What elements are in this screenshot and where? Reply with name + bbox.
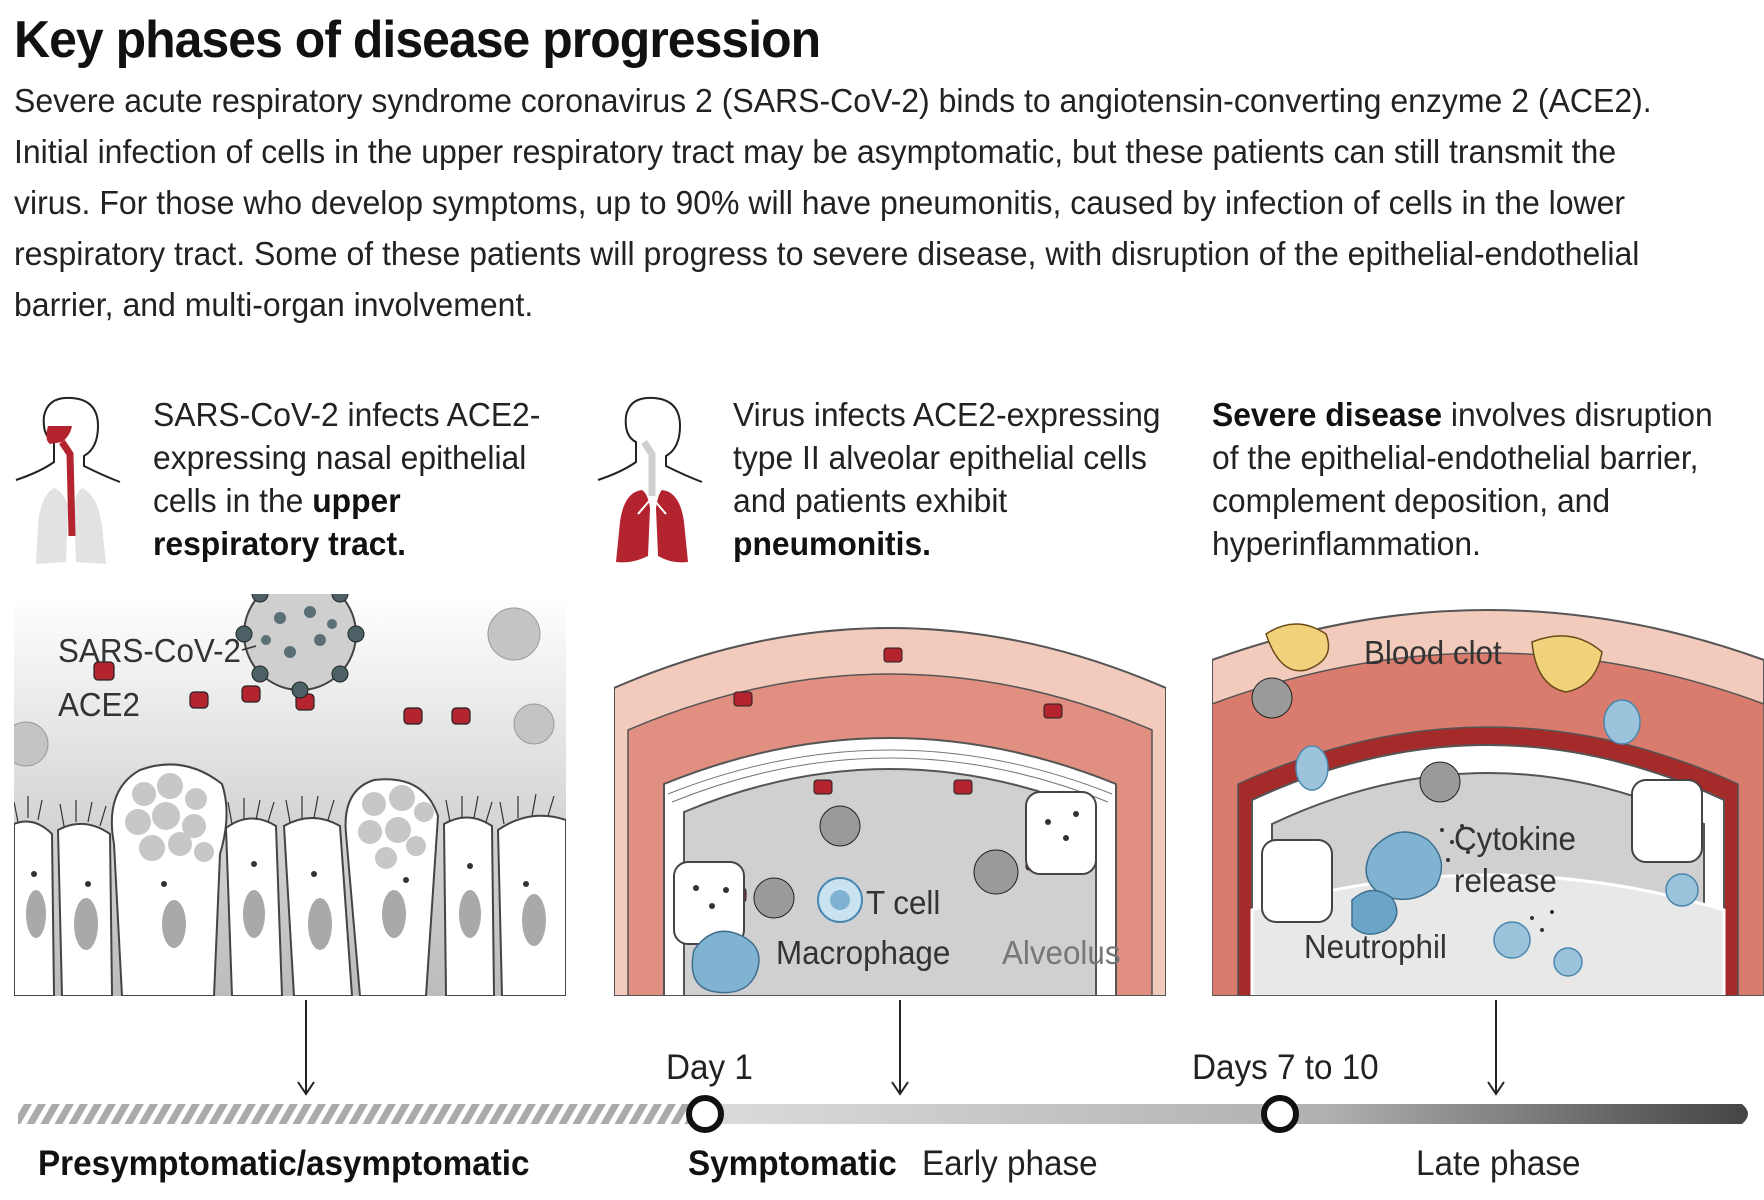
cytokine-release-label: Cytokine release [1454,820,1576,899]
timeline-bar [690,1104,1748,1124]
alveolus-label: Alveolus [1002,934,1121,971]
blood-clot-label: Blood clot [1364,634,1502,671]
disease-timeline: Day 1 Days 7 to 10 Presymptomatic/asympt… [0,1000,1764,1200]
days-7-10-marker [1261,1095,1299,1133]
ace2-label: ACE2 [58,686,140,723]
alveolus-illustration: T cell Macrophage Alveolus [614,598,1166,996]
intro-paragraph: Severe acute respiratory syndrome corona… [14,83,1652,324]
late-phase-label: Late phase [1416,1144,1581,1183]
severe-disease-illustration: Blood clot Cytokine release Neutrophil [1212,590,1764,996]
timeline-bar-hatched [18,1104,698,1124]
day1-label: Day 1 [666,1048,753,1087]
presymptomatic-label: Presymptomatic/asymptomatic [38,1144,530,1183]
upper-respiratory-tract-icon [15,396,121,564]
phase3-caption: Severe disease involves disruption of th… [1212,397,1713,563]
phase1-caption: SARS-CoV-2 infects ACE2-expressing nasal… [153,397,541,563]
lungs-icon [597,396,703,563]
days-7-10-label: Days 7 to 10 [1192,1048,1379,1087]
page-title: Key phases of disease progression [14,11,821,69]
t-cell-label: T cell [866,884,941,921]
neutrophil-label: Neutrophil [1304,928,1447,965]
symptomatic-label: Symptomatic [688,1144,897,1183]
early-phase-label: Early phase [922,1144,1098,1183]
phase2-caption: Virus infects ACE2-expressing type II al… [733,397,1161,563]
sars-cov-2-label: SARS-CoV-2 [58,632,241,669]
day1-marker [686,1095,724,1133]
macrophage-label: Macrophage [776,934,951,971]
nasal-epithelium-illustration: SARS-CoV-2 ACE2 [14,594,566,996]
